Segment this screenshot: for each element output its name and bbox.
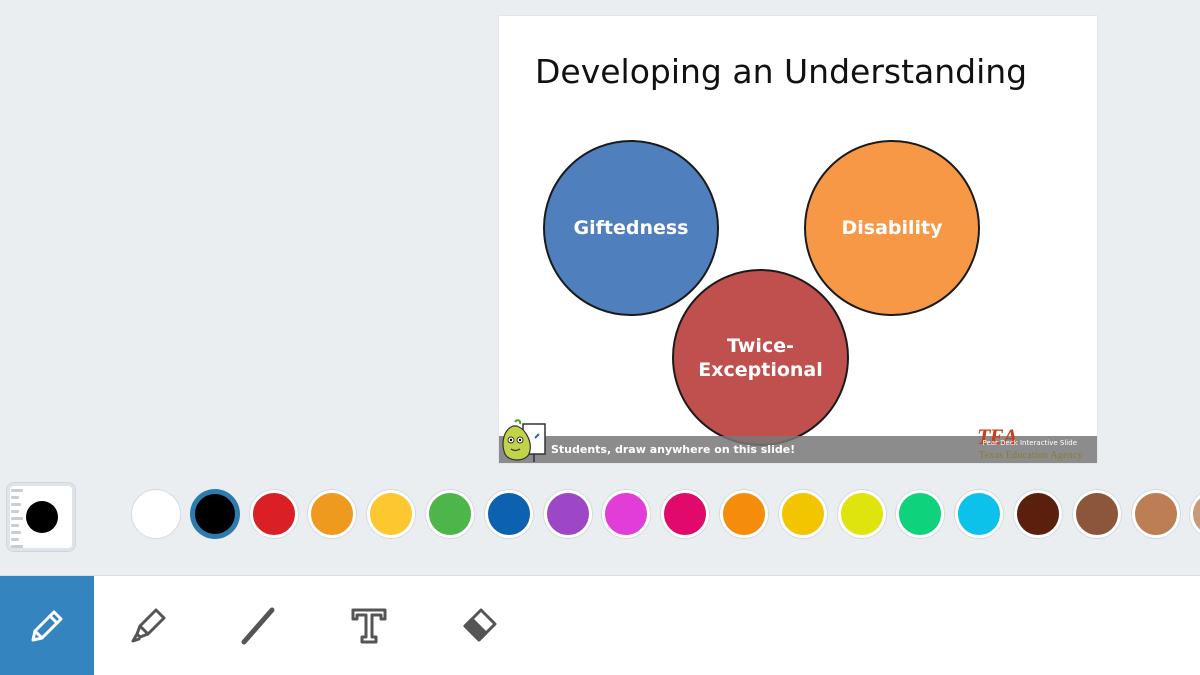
- pear-deck-label: Pear Deck Interactive Slide: [982, 439, 1077, 447]
- tea-logo: TEA Pear Deck Interactive Slide Texas Ed…: [977, 424, 1097, 463]
- color-swatch-pink[interactable]: [661, 490, 710, 538]
- color-palette: [130, 488, 1200, 540]
- size-tick: [11, 538, 19, 541]
- size-tick: [11, 496, 19, 499]
- slide-title: Developing an Understanding: [535, 52, 1028, 91]
- color-swatch-light-tan[interactable]: [1190, 490, 1200, 538]
- size-tick: [11, 489, 23, 492]
- line-icon: [241, 607, 275, 644]
- size-tick: [11, 545, 23, 548]
- current-color-picker[interactable]: [6, 482, 76, 552]
- banner-text: Students, draw anywhere on this slide!: [551, 443, 796, 456]
- color-swatch-tan[interactable]: [1131, 490, 1180, 538]
- color-swatch-dark-orange[interactable]: [720, 490, 768, 538]
- current-color-dot: [26, 501, 58, 533]
- color-swatch-sky-blue[interactable]: [955, 490, 1004, 538]
- circle-twice-exceptional: Twice-Exceptional: [672, 269, 849, 446]
- circle-label-disability: Disability: [841, 217, 943, 239]
- tea-logo-mark: TEA: [977, 424, 1018, 449]
- circle-label-twice-exceptional: Twice-Exceptional: [698, 334, 823, 381]
- tool-text-button[interactable]: [322, 576, 416, 675]
- circle-disability: Disability: [804, 140, 980, 316]
- size-tick: [11, 517, 23, 520]
- drawing-toolbar: [0, 575, 1200, 675]
- color-swatch-dark-brown[interactable]: [1014, 490, 1062, 538]
- size-tick: [11, 510, 19, 513]
- pencil-icon: [31, 610, 63, 641]
- color-swatch-green[interactable]: [426, 490, 474, 538]
- circle-giftedness: Giftedness: [543, 140, 719, 316]
- color-swatch-yellow[interactable]: [367, 490, 416, 538]
- tool-highlighter-button[interactable]: [101, 576, 195, 675]
- color-swatch-lime[interactable]: [837, 490, 886, 538]
- color-swatch-purple[interactable]: [543, 490, 592, 538]
- color-swatch-gold[interactable]: [778, 490, 827, 538]
- tool-line-button[interactable]: [211, 576, 305, 675]
- brush-size-icon: [11, 489, 25, 548]
- text-icon: [351, 608, 387, 643]
- color-swatch-blue[interactable]: [484, 490, 533, 538]
- slide-instruction-banner: Students, draw anywhere on this slide!: [499, 436, 1097, 463]
- pear-deck-mascot-icon: [502, 419, 546, 462]
- tea-agency-name: Texas Education Agency: [979, 450, 1083, 461]
- size-tick: [11, 531, 21, 534]
- size-tick: [11, 503, 21, 506]
- eraser-icon: [463, 608, 497, 641]
- tool-eraser-button[interactable]: [432, 576, 526, 675]
- tool-pencil-button[interactable]: [0, 576, 94, 675]
- size-tick: [11, 524, 19, 527]
- highlighter-icon: [131, 608, 166, 642]
- color-swatch-brown[interactable]: [1072, 490, 1121, 538]
- color-swatch-orange[interactable]: [308, 490, 357, 538]
- circle-label-giftedness: Giftedness: [573, 217, 689, 239]
- color-swatch-teal-green[interactable]: [896, 490, 945, 538]
- color-swatch-white[interactable]: [132, 490, 180, 538]
- color-swatch-red[interactable]: [249, 490, 298, 538]
- slide-canvas[interactable]: Developing an Understanding Giftedness D…: [499, 16, 1097, 463]
- color-swatch-magenta[interactable]: [602, 490, 651, 538]
- color-swatch-black[interactable]: [190, 490, 239, 538]
